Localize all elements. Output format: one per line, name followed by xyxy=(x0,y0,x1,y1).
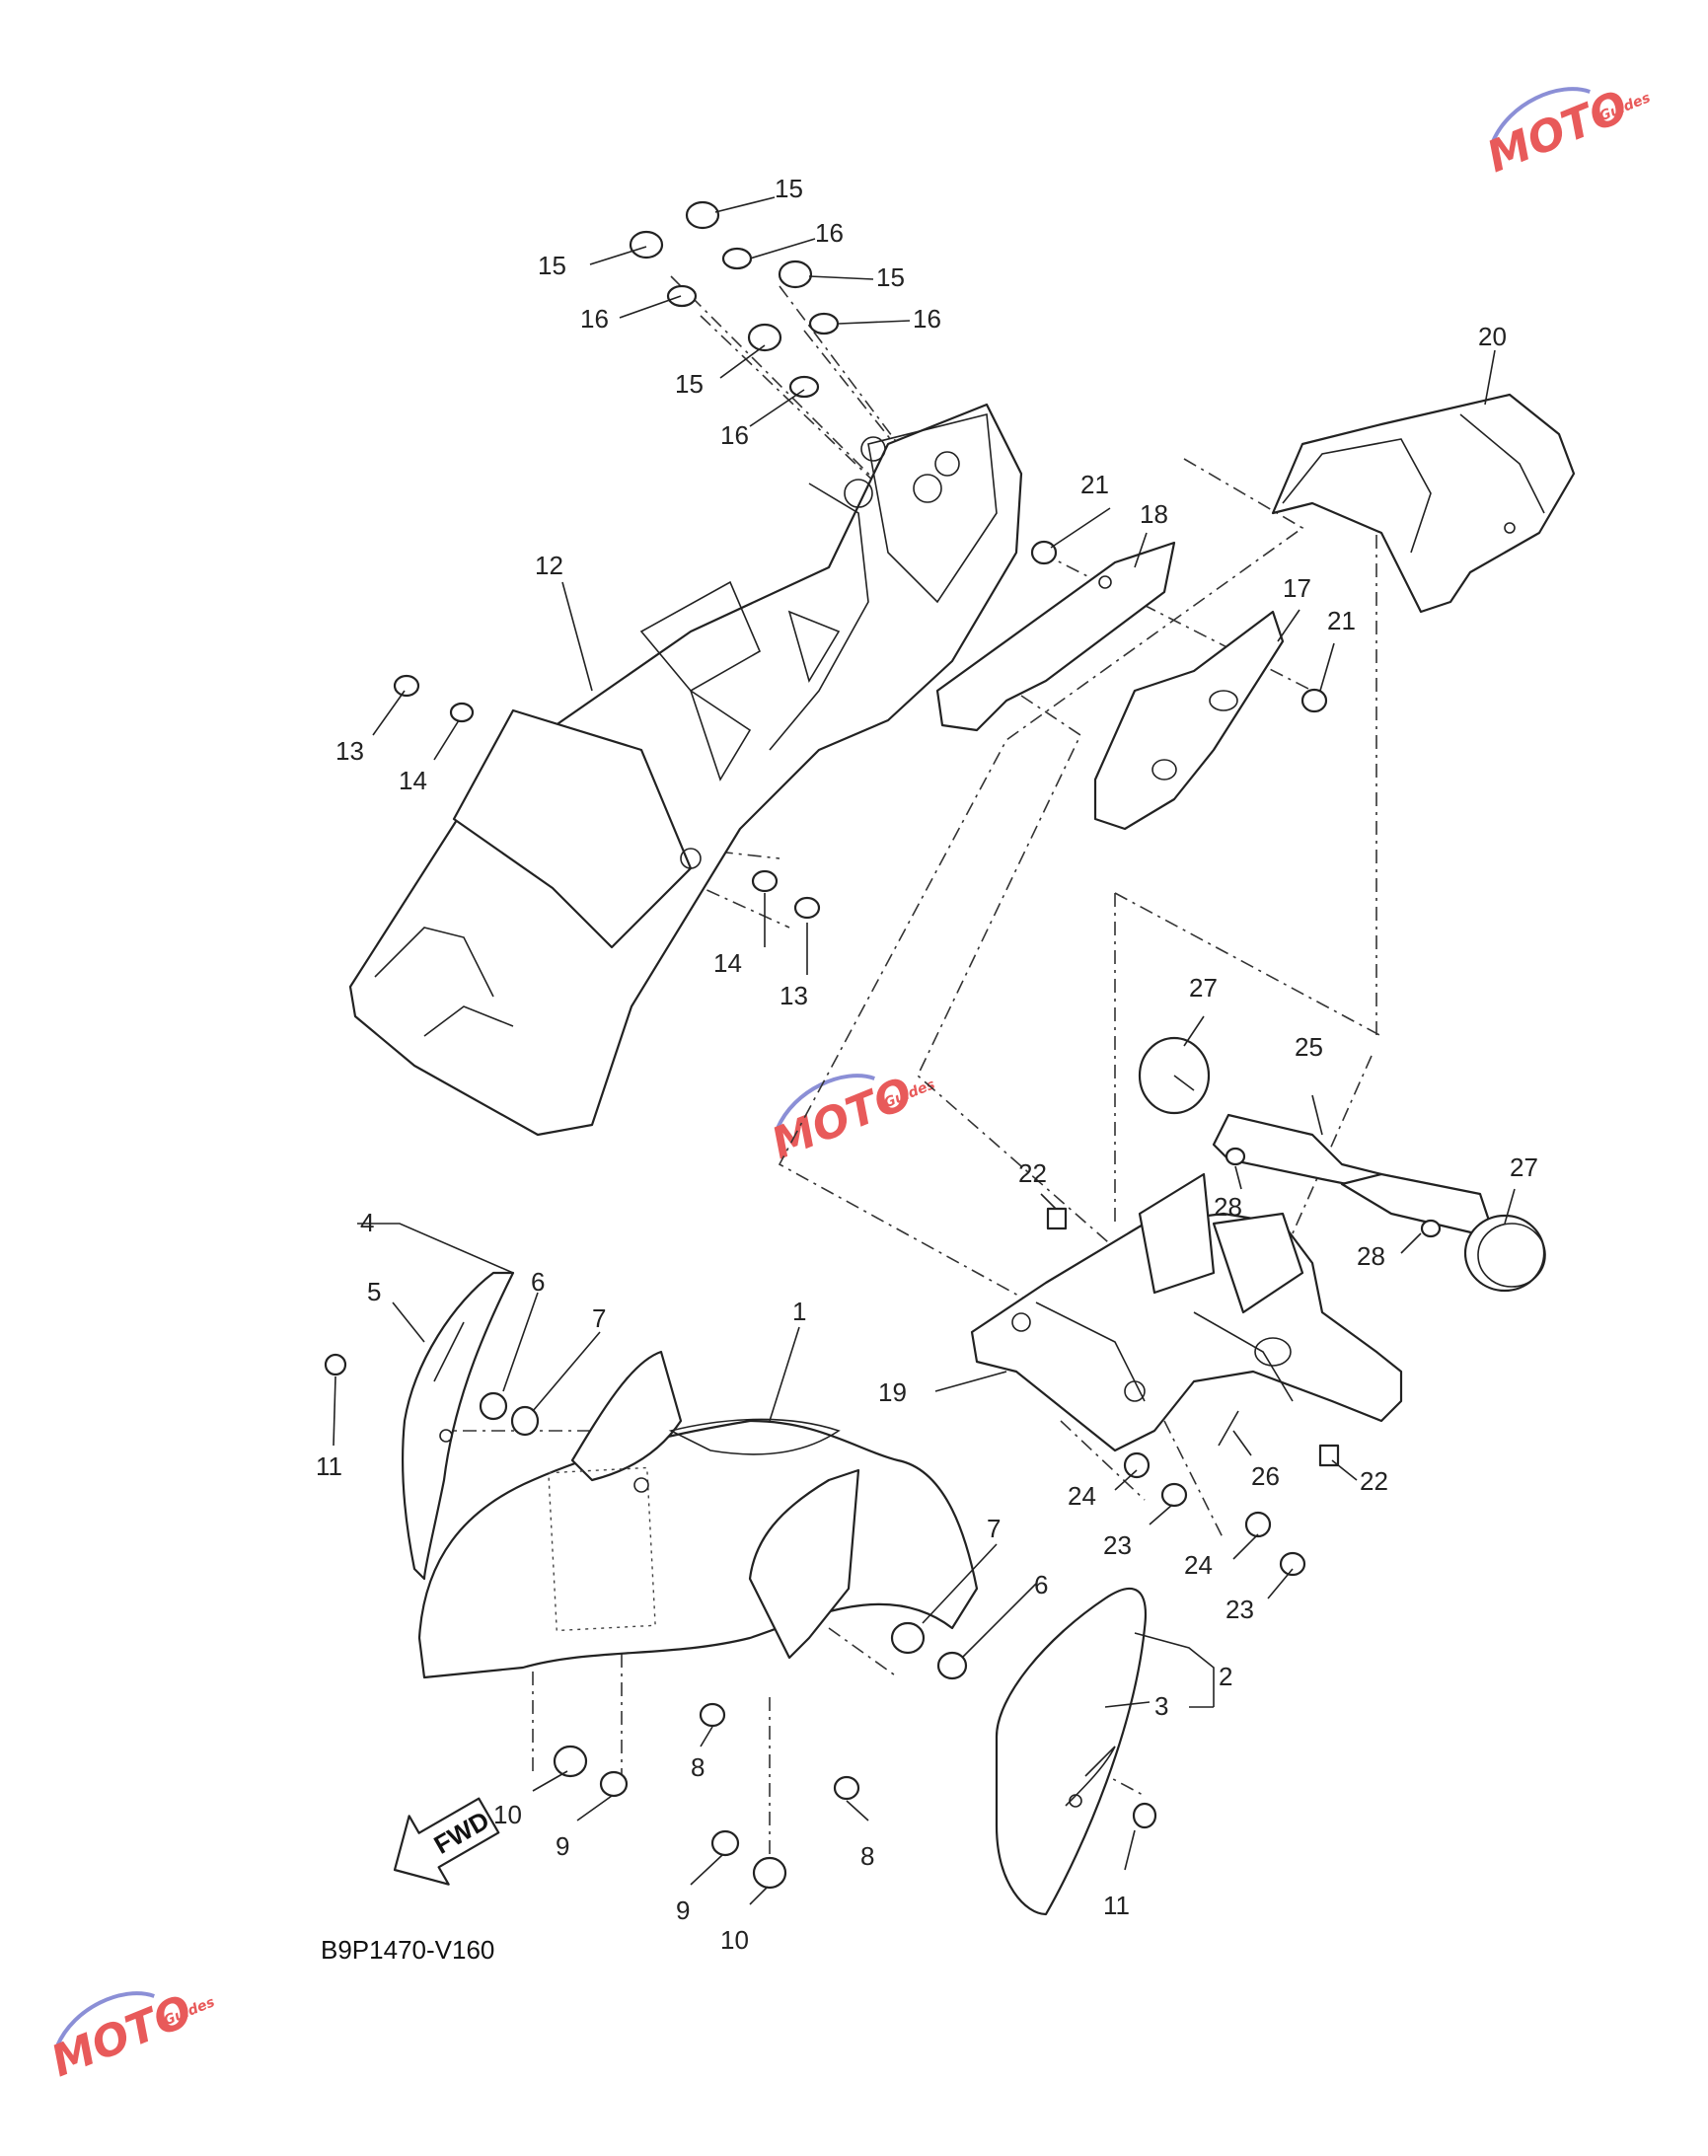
callout-10: 10 xyxy=(493,1800,522,1829)
callout-21: 21 xyxy=(1327,606,1356,635)
callout-25: 25 xyxy=(1295,1032,1323,1062)
callout-20: 20 xyxy=(1478,322,1507,351)
callout-14: 14 xyxy=(399,766,427,795)
fasteners xyxy=(324,200,1442,1890)
watermark-text: MOTO xyxy=(765,1068,920,1169)
callout-18: 18 xyxy=(1140,499,1168,529)
bracket-17 xyxy=(1093,610,1285,831)
callout-7: 7 xyxy=(592,1303,606,1333)
diagram-code: B9P1470-V160 xyxy=(321,1935,494,1965)
callout-6: 6 xyxy=(1034,1570,1048,1599)
callout-16: 16 xyxy=(580,304,609,334)
callout-13: 13 xyxy=(335,736,364,766)
callout-14: 14 xyxy=(713,948,742,978)
callout-26: 26 xyxy=(1251,1461,1280,1491)
bracket-18 xyxy=(935,541,1176,732)
fwd-arrow-icon: FWD xyxy=(393,1797,500,1886)
callout-15: 15 xyxy=(876,262,905,292)
callout-15: 15 xyxy=(675,369,704,399)
callout-27: 27 xyxy=(1189,973,1218,1003)
callout-17: 17 xyxy=(1283,573,1311,603)
watermark-top-right: MOTO Guides xyxy=(1480,81,1653,183)
watermark-text: MOTO xyxy=(44,1985,199,2087)
watermark-center: MOTO Guides xyxy=(765,1068,937,1169)
callout-2: 2 xyxy=(1219,1662,1232,1691)
callout-4: 4 xyxy=(360,1208,374,1237)
callout-7: 7 xyxy=(987,1514,1001,1543)
callout-15: 15 xyxy=(538,251,566,280)
callout-8: 8 xyxy=(860,1841,874,1871)
front-fender-1 xyxy=(417,1350,979,1679)
callout-28: 28 xyxy=(1357,1241,1385,1271)
rear-cowl-20 xyxy=(1271,393,1576,614)
assembly-lines xyxy=(434,275,1382,1875)
callout-16: 16 xyxy=(815,218,844,248)
watermark-text: MOTO xyxy=(1480,81,1635,183)
rear-inner-fender-12 xyxy=(348,403,1023,1137)
side-cover-2 xyxy=(995,1588,1148,1916)
callout-8: 8 xyxy=(691,1752,705,1782)
callout-9: 9 xyxy=(556,1831,569,1861)
leader-lines xyxy=(333,196,1516,1905)
callout-11: 11 xyxy=(316,1451,342,1481)
callout-16: 16 xyxy=(720,420,749,450)
callout-22: 22 xyxy=(1360,1466,1388,1496)
side-cover-4 xyxy=(401,1271,515,1581)
callout-24: 24 xyxy=(1184,1550,1213,1580)
license-bracket-19 xyxy=(970,1172,1403,1452)
reflector-27-lower xyxy=(1463,1214,1546,1293)
callout-3: 3 xyxy=(1154,1691,1168,1721)
callout-12: 12 xyxy=(535,551,563,580)
callout-19: 19 xyxy=(878,1377,907,1407)
callout-11: 11 xyxy=(1103,1891,1130,1920)
callout-21: 21 xyxy=(1080,470,1109,499)
callout-10: 10 xyxy=(720,1925,749,1955)
callout-1: 1 xyxy=(792,1297,806,1326)
watermark-bottom-left: MOTO Guides xyxy=(44,1985,217,2087)
callout-13: 13 xyxy=(780,981,808,1010)
callout-23: 23 xyxy=(1225,1595,1254,1624)
callout-28: 28 xyxy=(1214,1192,1242,1222)
reflector-27-upper xyxy=(1138,1036,1211,1115)
callout-16: 16 xyxy=(913,304,941,334)
callout-6: 6 xyxy=(531,1267,545,1297)
callout-27: 27 xyxy=(1510,1152,1538,1182)
callout-23: 23 xyxy=(1103,1530,1132,1560)
callout-9: 9 xyxy=(676,1896,690,1925)
reflector-bracket-25 xyxy=(1212,1113,1492,1235)
callout-5: 5 xyxy=(367,1277,381,1306)
callout-15: 15 xyxy=(775,174,803,203)
callout-22: 22 xyxy=(1018,1158,1047,1188)
callouts: 15 15 15 15 16 16 16 16 20 21 18 12 17 2… xyxy=(316,174,1538,1955)
callout-24: 24 xyxy=(1068,1481,1096,1511)
